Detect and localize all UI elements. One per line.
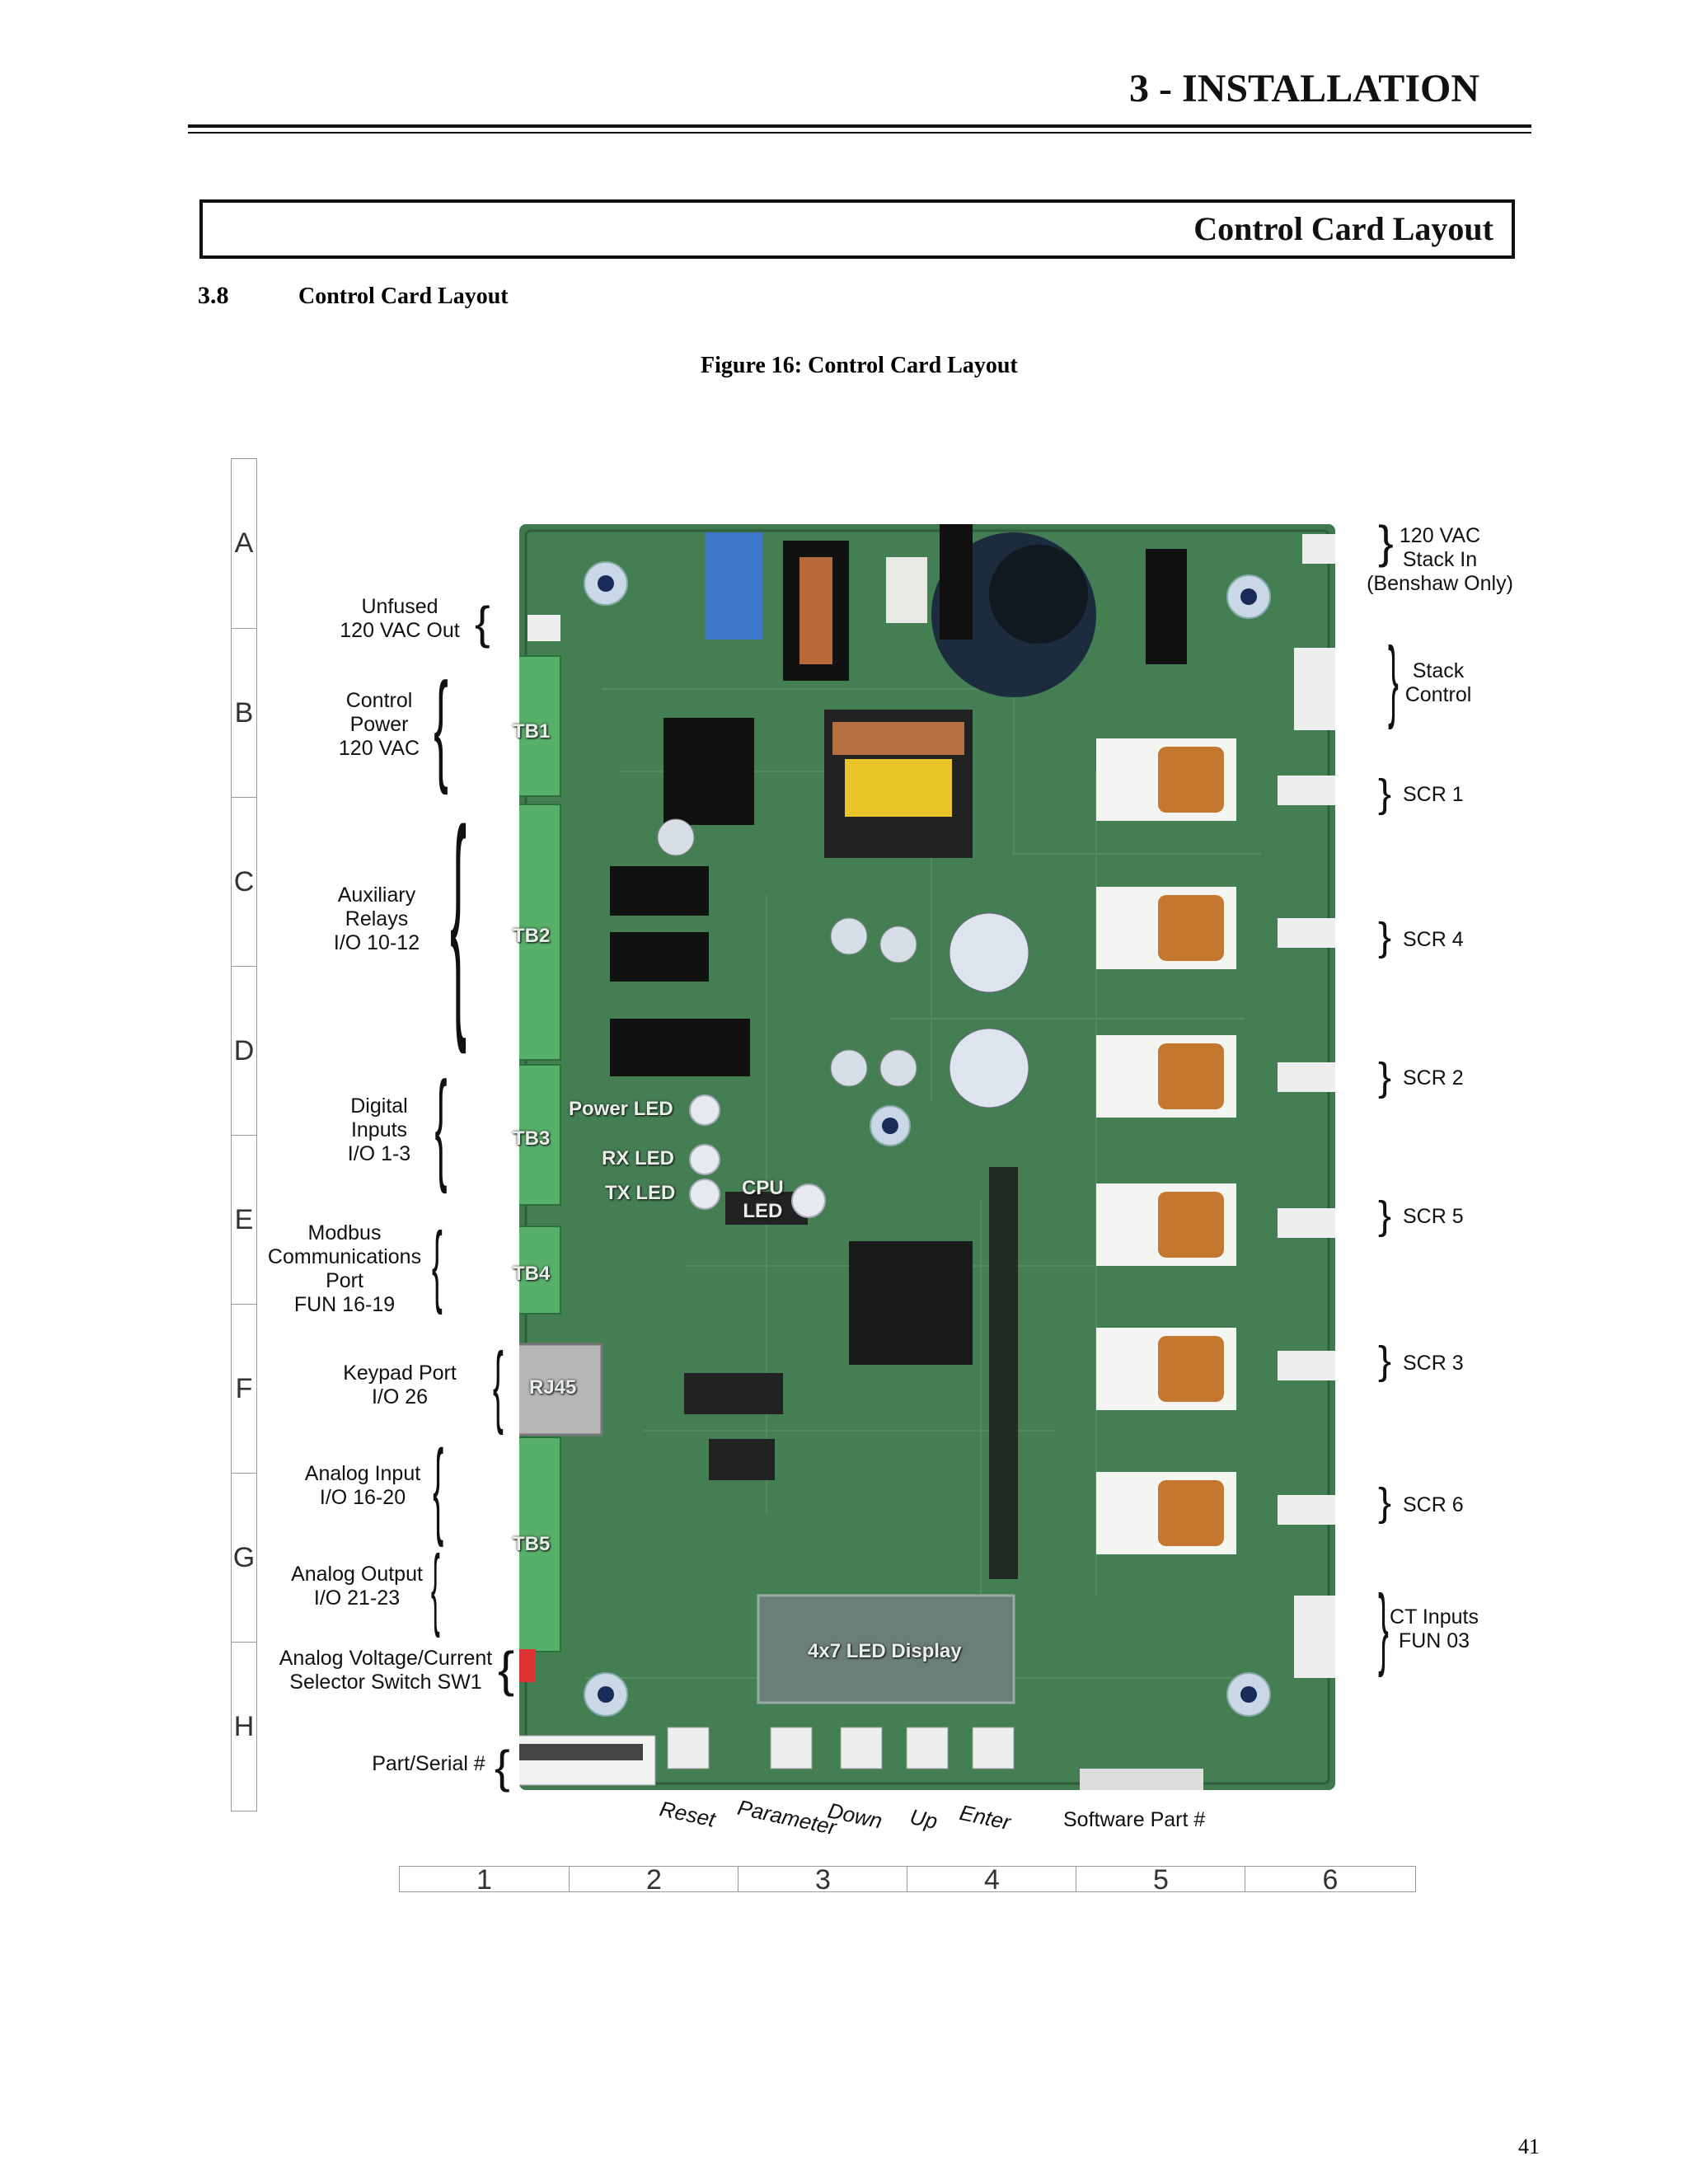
section-heading: Control Card Layout (298, 284, 509, 309)
column-label: 6 (1245, 1866, 1415, 1894)
header-rule (188, 124, 1531, 128)
rx-led-label: RX LED (602, 1147, 675, 1169)
column-label: 2 (569, 1866, 738, 1894)
row-label: C (232, 797, 256, 967)
brace-icon: } (1378, 1056, 1392, 1099)
brace-icon: { (475, 597, 490, 649)
reset-label: Reset (657, 1796, 718, 1832)
column-ruler: 1 2 3 4 5 6 (399, 1864, 1416, 1896)
scr3-label: SCR 3 (1403, 1352, 1464, 1375)
brace-icon: } (1378, 916, 1392, 959)
brace-icon: { (492, 1334, 504, 1436)
row-label: G (232, 1473, 256, 1643)
column-label: 1 (476, 1864, 492, 1896)
enter-label: Enter (957, 1799, 1013, 1835)
row-ruler: A B C D E F G H (231, 458, 257, 1811)
row-label: B (232, 628, 256, 798)
control-card-photo (519, 524, 1335, 1790)
brace-icon: { (431, 1214, 443, 1315)
row-label: H (232, 1642, 256, 1811)
chapter-title: 3 - INSTALLATION (1129, 67, 1479, 110)
part-serial-label: Part/Serial # (372, 1752, 485, 1775)
brace-icon: { (433, 1427, 444, 1548)
scr5-label: SCR 5 (1403, 1205, 1464, 1228)
tb3-label: TB3 (513, 1127, 551, 1150)
tb5-label: TB5 (513, 1533, 551, 1555)
brace-icon: } (1378, 1194, 1392, 1238)
row-label: E (232, 1135, 256, 1305)
scr4-label: SCR 4 (1403, 928, 1464, 951)
brace-icon: } (1378, 1339, 1392, 1383)
brace-icon: } (1378, 772, 1392, 816)
page-number: 41 (1518, 2135, 1540, 2158)
tb4-label: TB4 (513, 1263, 551, 1285)
tb1-label: TB1 (513, 720, 551, 743)
brace-icon: { (450, 778, 467, 1055)
scr1-label: SCR 1 (1403, 783, 1464, 806)
row-label: A (234, 527, 254, 559)
section-number: 3.8 (198, 282, 229, 309)
column-label: 5 (1076, 1866, 1245, 1894)
brace-icon: } (1387, 629, 1399, 730)
brace-icon: { (430, 1537, 440, 1638)
section-box-title: Control Card Layout (1193, 210, 1493, 247)
header-rule-thin (188, 132, 1531, 134)
brace-icon: { (434, 657, 448, 795)
brace-icon: { (495, 1741, 510, 1793)
up-label: Up (907, 1803, 940, 1835)
tx-led (689, 1179, 720, 1210)
row-label: F (232, 1304, 256, 1474)
column-label: 3 (738, 1866, 907, 1894)
power-led (689, 1094, 720, 1126)
brace-icon: { (498, 1642, 515, 1697)
brace-icon: { (434, 1056, 448, 1194)
parameter-label: Parameter (735, 1794, 839, 1840)
rx-led (689, 1144, 720, 1175)
cpu-led (791, 1183, 826, 1218)
brace-icon: } (1378, 1481, 1392, 1525)
figure-caption: Figure 16: Control Card Layout (701, 353, 1018, 378)
brace-icon: } (1377, 1577, 1389, 1678)
column-label: 4 (907, 1866, 1076, 1894)
software-part-label: Software Part # (1063, 1808, 1206, 1831)
scr6-label: SCR 6 (1403, 1493, 1464, 1516)
rj45-label: RJ45 (529, 1376, 577, 1399)
section-title-box: Control Card Layout (199, 199, 1515, 259)
power-led-label: Power LED (569, 1098, 673, 1120)
led-display-label: 4x7 LED Display (808, 1640, 962, 1662)
tx-led-label: TX LED (605, 1182, 676, 1204)
brace-icon: } (1378, 516, 1394, 568)
scr2-label: SCR 2 (1403, 1066, 1464, 1090)
row-label: D (232, 966, 256, 1136)
tb2-label: TB2 (513, 925, 551, 947)
